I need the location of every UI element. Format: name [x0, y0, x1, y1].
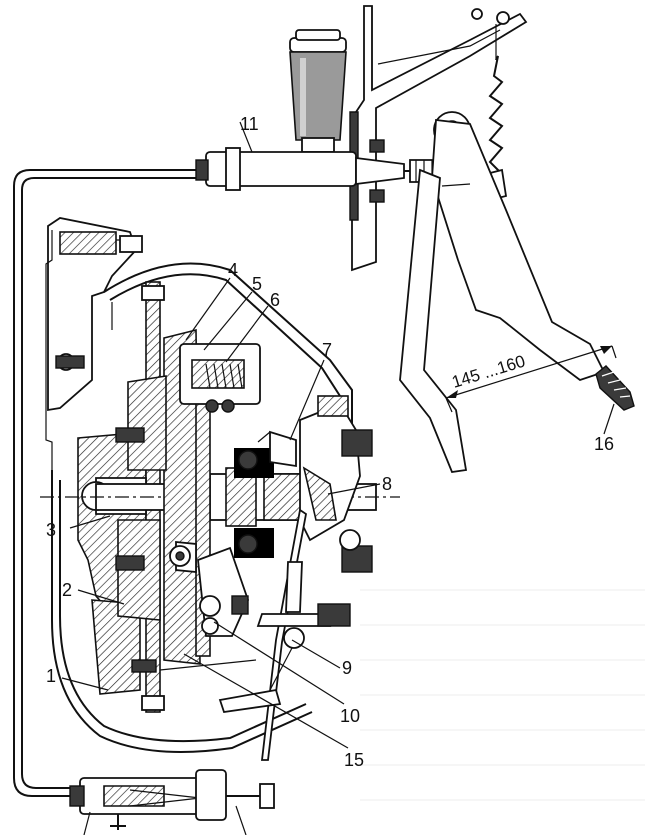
label-1: 1 [46, 666, 56, 686]
label-2: 2 [62, 580, 72, 600]
label-6: 6 [270, 290, 280, 310]
label-3: 3 [46, 520, 56, 540]
label-5: 5 [252, 274, 262, 294]
background-bleed [360, 589, 645, 801]
leader-lines [61, 121, 615, 749]
label-9: 9 [342, 658, 352, 678]
clutch-pedal [399, 118, 635, 473]
label-4: 4 [228, 260, 238, 280]
fluid-reservoir [289, 29, 347, 153]
label-7: 7 [322, 340, 332, 360]
label-8: 8 [382, 474, 392, 494]
hydraulic-pipe [13, 169, 206, 797]
label-16: 16 [594, 434, 614, 454]
pressure-plate-assembly [115, 328, 261, 673]
label-11: 15 [344, 750, 364, 770]
pedal-travel-dimension: 145 ...160 [450, 352, 528, 392]
label-15: 11 [240, 114, 259, 134]
label-10: 10 [340, 706, 360, 726]
travel-dimension [445, 345, 617, 413]
clutch-housing [45, 217, 353, 753]
release-mechanism [159, 395, 373, 761]
slave-cylinder [69, 769, 275, 835]
